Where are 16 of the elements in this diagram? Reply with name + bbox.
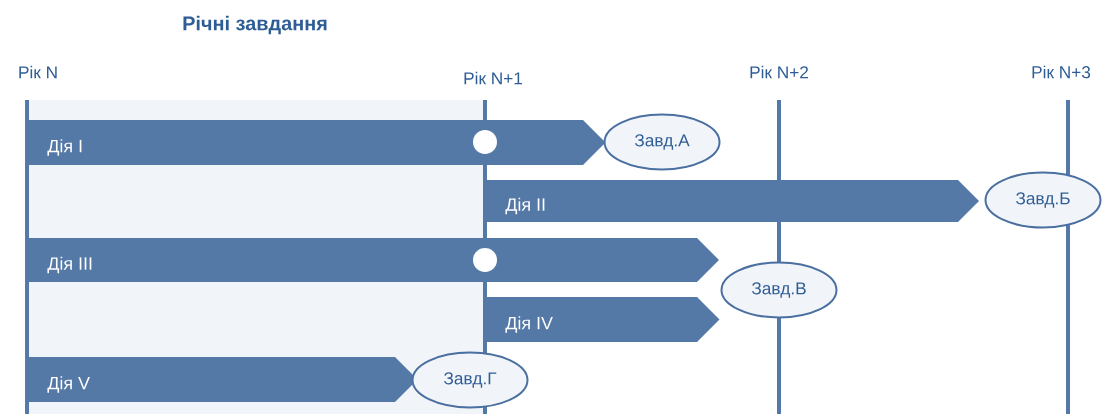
year-label: Рік N+1 (464, 71, 523, 85)
action-bar: Дія IV (485, 297, 720, 342)
node-label: Дія V (47, 376, 90, 393)
title: Річні завдання (183, 15, 327, 35)
node-label: Дія IV (505, 316, 553, 333)
node-label: Завд.Г (444, 372, 497, 388)
year-label: Рік N (19, 65, 57, 79)
action-bar: Дія III (27, 238, 719, 282)
action-bar: Дія I (27, 120, 606, 165)
node-label: Дія II (505, 197, 545, 215)
year-label: Рік N+2 (750, 65, 808, 79)
action-bar: Дія V (27, 357, 418, 402)
year-label: Рік N+3 (1032, 65, 1091, 79)
node-label: Дія I (47, 139, 82, 156)
node-label: Дія III (47, 256, 92, 274)
action-bar: Дія II (485, 180, 980, 222)
